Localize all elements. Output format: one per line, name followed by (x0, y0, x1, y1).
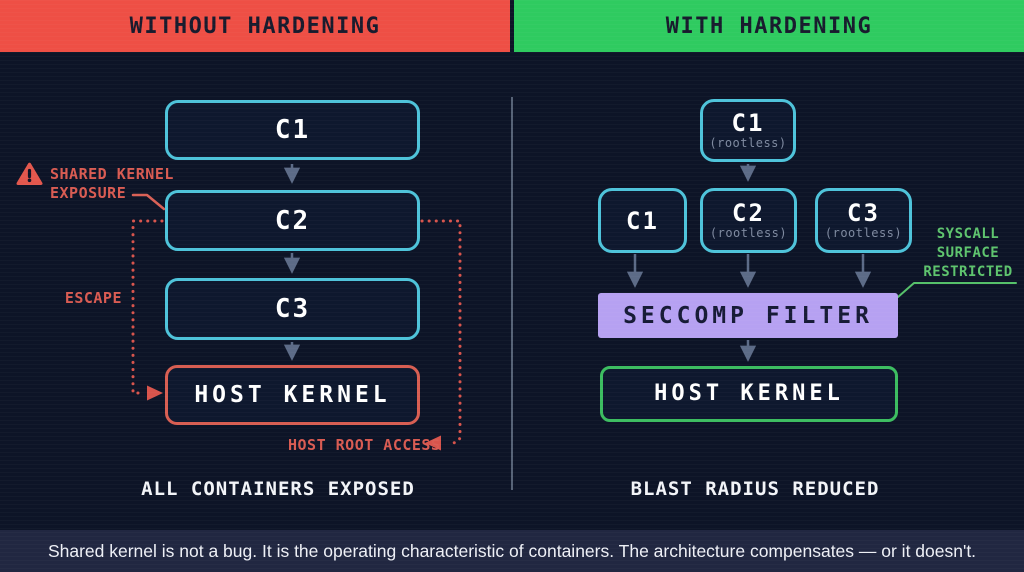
header-with-hardening: WITH HARDENING (514, 0, 1024, 52)
left-caption: ALL CONTAINERS EXPOSED (141, 478, 415, 500)
container-label: C2 (732, 199, 765, 227)
container-label: C1 (626, 206, 659, 235)
syscall-line1: SYSCALL (936, 226, 1000, 242)
syscall-line2: SURFACE (936, 245, 1000, 261)
rootless-sublabel: (rootless) (709, 136, 787, 150)
escape-dotted-paths (131, 219, 462, 445)
syscall-surface-restricted-annotation: SYSCALL SURFACE RESTRICTED (920, 225, 1016, 282)
container-c2-rootless: C2 (rootless) (700, 188, 797, 253)
shared-kernel-line2: EXPOSURE (50, 184, 127, 202)
syscall-line3: RESTRICTED (923, 264, 1013, 280)
shared-kernel-connector (131, 193, 166, 211)
header-right-label: WITH HARDENING (665, 13, 873, 39)
shared-kernel-line1: SHARED KERNEL (50, 165, 174, 183)
container-c1-left: C1 (165, 100, 420, 160)
container-c1-right: C1 (598, 188, 687, 253)
header-left-label: WITHOUT HARDENING (129, 13, 381, 39)
escape-arrowhead-right (425, 435, 441, 451)
container-label: C1 (274, 115, 311, 145)
container-c2-left: C2 (165, 190, 420, 251)
escape-annotation: ESCAPE (64, 289, 122, 307)
right-caption: BLAST RADIUS REDUCED (630, 478, 880, 500)
container-label: C3 (274, 294, 311, 324)
container-label: C2 (274, 205, 311, 236)
shared-kernel-exposure-annotation: SHARED KERNEL EXPOSURE (50, 165, 174, 203)
container-c3-rootless: C3 (rootless) (815, 188, 912, 253)
host-kernel-label: HOST KERNEL (654, 381, 844, 406)
host-root-access-annotation: HOST ROOT ACCESS (288, 436, 441, 454)
container-label: C1 (731, 109, 765, 137)
warning-icon (16, 162, 43, 185)
host-kernel-label: HOST KERNEL (194, 382, 391, 408)
container-c1-rootless-top: C1 (rootless) (700, 99, 796, 162)
syscall-connector (897, 282, 1017, 298)
header-without-hardening: WITHOUT HARDENING (0, 0, 510, 52)
host-kernel-protected: HOST KERNEL (600, 366, 898, 422)
escape-arrowhead-left (147, 385, 163, 401)
flow-arrows (283, 164, 872, 362)
rootless-sublabel: (rootless) (709, 226, 788, 240)
footer-text: Shared kernel is not a bug. It is the op… (47, 540, 977, 561)
container-label: C3 (847, 199, 880, 227)
seccomp-filter-bar: SECCOMP FILTER (598, 293, 898, 338)
footer-bar: Shared kernel is not a bug. It is the op… (0, 530, 1024, 572)
host-kernel-exposed: HOST KERNEL (165, 365, 420, 425)
container-c3-left: C3 (165, 278, 420, 340)
seccomp-filter-label: SECCOMP FILTER (623, 302, 873, 329)
rootless-sublabel: (rootless) (824, 226, 903, 240)
